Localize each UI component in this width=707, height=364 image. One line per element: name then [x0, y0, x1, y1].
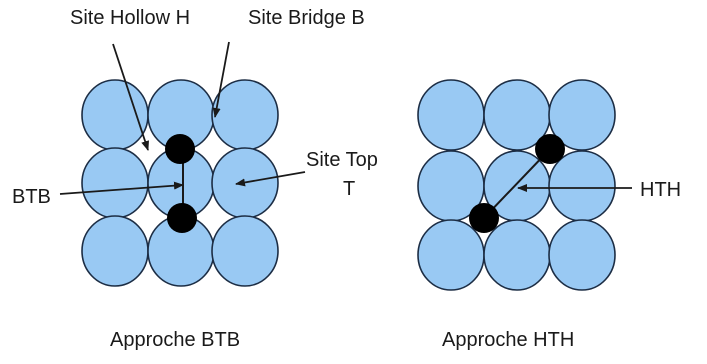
right-atom-r2-c3: [548, 150, 616, 222]
left-atom-r3-c1: [81, 215, 149, 287]
bridge-site-arrow: [212, 41, 230, 118]
left-lattice: [81, 79, 279, 287]
right-atom-r3-c3: [548, 219, 616, 291]
right-atom-r3-c1: [417, 219, 485, 291]
left-atom-r2-c1: [81, 147, 149, 219]
hth-adatom-upper: [535, 134, 565, 164]
btb-adatom-top: [165, 134, 195, 164]
right-atom-r3-c2: [483, 219, 551, 291]
btb-label: BTB: [12, 186, 51, 208]
hth-connector-line: [483, 148, 551, 219]
top-site-label-line2: T: [343, 178, 355, 200]
right-atom-r1-c3: [548, 79, 616, 151]
hollow-site-arrow: [112, 43, 149, 151]
left-atom-r1-c1: [81, 79, 149, 151]
right-atom-r1-c1: [417, 79, 485, 151]
hollow-site-label: Site Hollow H: [70, 7, 190, 29]
caption-left: Approche BTB: [110, 329, 240, 351]
left-atom-r1-c3: [211, 79, 279, 151]
caption-right: Approche HTH: [442, 329, 574, 351]
hth-adatom-lower: [469, 203, 499, 233]
top-site-label-line1: Site Top: [306, 149, 378, 171]
btb-adatom-bottom: [167, 203, 197, 233]
hth-label: HTH: [640, 179, 681, 201]
top-site-arrow: [235, 171, 306, 187]
right-lattice: [417, 79, 616, 291]
btb-arrow: [59, 181, 184, 195]
left-atom-r3-c3: [211, 215, 279, 287]
bridge-site-label: Site Bridge B: [248, 7, 365, 29]
